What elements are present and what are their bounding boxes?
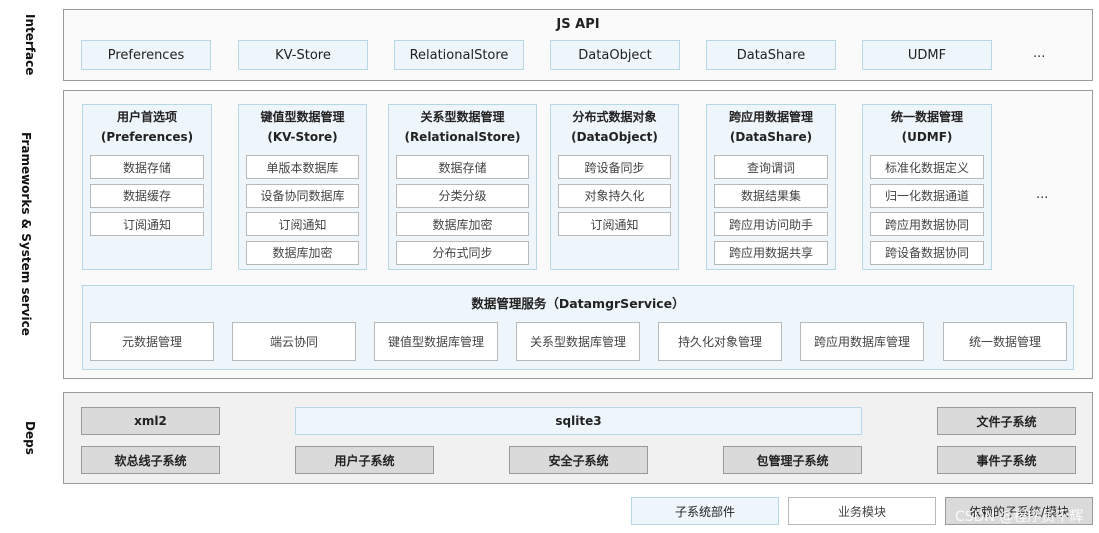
feature-item: 查询谓词 (714, 155, 828, 179)
layer-label-deps: Deps (23, 421, 37, 455)
frameworks-more: ... (1036, 187, 1049, 202)
layer-label-interface: Interface (23, 14, 37, 76)
dependency-subsystem: 安全子系统 (509, 446, 648, 474)
watermark: CSDN @程序员千辉 (955, 509, 1084, 525)
dependency-subsystem: 包管理子系统 (723, 446, 862, 474)
dep-sqlite3: sqlite3 (295, 407, 862, 435)
feature-item: 归一化数据通道 (870, 183, 984, 208)
feature-item: 设备协同数据库 (246, 183, 359, 208)
dependency-subsystem: 用户子系统 (295, 446, 434, 474)
module-subtitle: (UDMF) (901, 130, 953, 144)
interface-more: ... (1033, 46, 1046, 61)
feature-item: 数据存储 (90, 155, 204, 179)
feature-item: 数据库加密 (396, 212, 529, 236)
api-item-datashare: DataShare (706, 40, 836, 70)
legend-business-module: 业务模块 (788, 497, 936, 525)
feature-item: 分类分级 (396, 183, 529, 208)
module-title: 统一数据管理 (890, 110, 963, 124)
service-item: 持久化对象管理 (658, 322, 782, 361)
service-item: 键值型数据库管理 (374, 322, 498, 361)
service-item: 跨应用数据库管理 (800, 322, 924, 361)
dep-file-subsystem: 文件子系统 (937, 407, 1076, 435)
feature-item: 数据存储 (396, 155, 529, 179)
legend-subsystem-component: 子系统部件 (631, 497, 779, 525)
feature-item: 跨设备同步 (558, 155, 671, 179)
feature-item: 订阅通知 (246, 212, 359, 236)
api-item-preferences: Preferences (81, 40, 211, 70)
feature-item: 数据缓存 (90, 183, 204, 208)
datamgr-service-title: 数据管理服务（DatamgrService） (471, 296, 685, 311)
api-item-relationalstore: RelationalStore (394, 40, 524, 70)
module-subtitle: (Preferences) (100, 130, 194, 144)
feature-item: 单版本数据库 (246, 155, 359, 179)
feature-item: 分布式同步 (396, 240, 529, 265)
service-item: 统一数据管理 (943, 322, 1067, 361)
module-subtitle: (DataShare) (729, 130, 813, 144)
service-item: 端云协同 (232, 322, 356, 361)
dependency-subsystem: 事件子系统 (937, 446, 1076, 474)
api-item-kv-store: KV-Store (238, 40, 368, 70)
feature-item: 跨设备数据协同 (870, 240, 984, 265)
module-title: 跨应用数据管理 (728, 110, 813, 124)
interface-title: JS API (556, 17, 600, 32)
feature-item: 对象持久化 (558, 183, 671, 208)
dependency-subsystem: 软总线子系统 (81, 446, 220, 474)
module-title: 关系型数据管理 (420, 110, 505, 124)
feature-item: 订阅通知 (558, 212, 671, 236)
module-title: 键值型数据管理 (260, 110, 345, 124)
module-title: 用户首选项 (116, 110, 177, 124)
feature-item: 跨应用数据协同 (870, 212, 984, 236)
module-title: 分布式数据对象 (572, 110, 657, 124)
feature-item: 标准化数据定义 (870, 155, 984, 179)
feature-item: 数据库加密 (246, 240, 359, 265)
module-subtitle: (DataObject) (571, 130, 658, 144)
module-subtitle: (RelationalStore) (404, 130, 521, 144)
feature-item: 数据结果集 (714, 183, 828, 208)
service-item: 元数据管理 (90, 322, 214, 361)
feature-item: 跨应用数据共享 (714, 240, 828, 265)
feature-item: 订阅通知 (90, 212, 204, 236)
api-item-dataobject: DataObject (550, 40, 680, 70)
legend-dependency: 依赖的子系统/模块 (945, 497, 1093, 525)
module-subtitle: (KV-Store) (267, 130, 338, 144)
service-item: 关系型数据库管理 (516, 322, 640, 361)
layer-label-frameworks: Frameworks & System service (19, 132, 33, 336)
dep-xml2: xml2 (81, 407, 220, 435)
feature-item: 跨应用访问助手 (714, 212, 828, 236)
api-item-udmf: UDMF (862, 40, 992, 70)
